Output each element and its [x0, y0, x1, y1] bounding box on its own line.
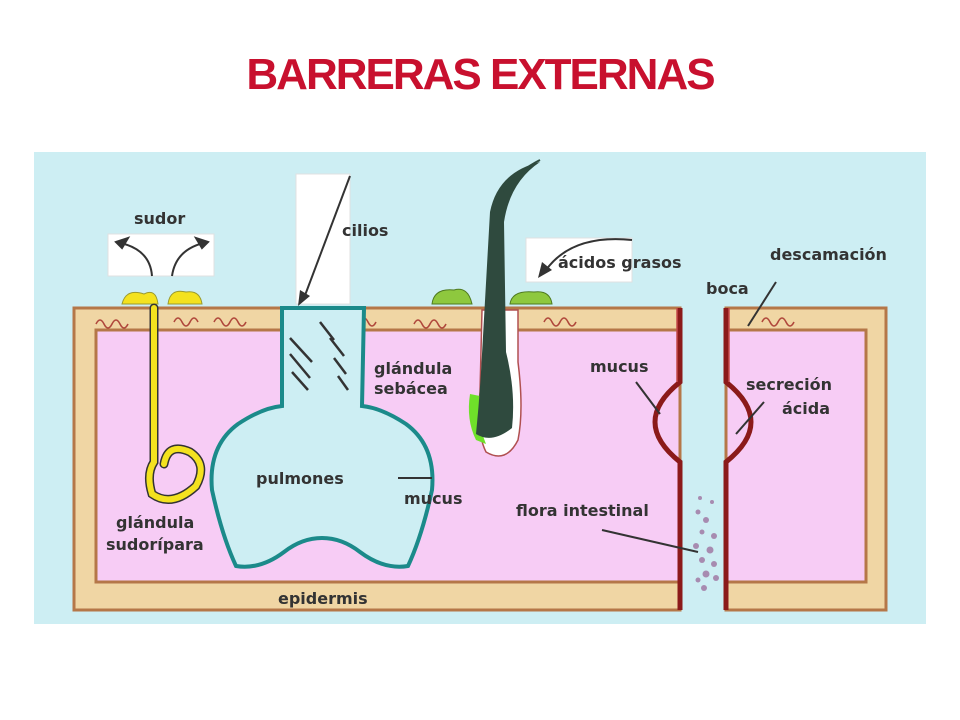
- gut-tube-edges: [676, 308, 730, 382]
- label-glandula-sebacea-2: sebácea: [374, 379, 448, 398]
- fatty-acids-arrow: [525, 237, 633, 283]
- lung: [209, 306, 435, 569]
- barriers-diagram: sudor cilios ácidos grasos descamación b…: [34, 152, 926, 624]
- label-mucus-lung: mucus: [404, 489, 462, 508]
- label-descamacion: descamación: [770, 245, 887, 264]
- label-cilios: cilios: [342, 221, 388, 240]
- slide-title: BARRERAS EXTERNAS: [246, 50, 715, 99]
- label-boca: boca: [706, 279, 749, 298]
- label-secrecion-1: secreción: [746, 375, 832, 394]
- tissue-right: [724, 328, 868, 584]
- label-pulmones: pulmones: [256, 469, 344, 488]
- scale-squiggles: [95, 317, 795, 329]
- intestinal-flora: [693, 496, 719, 591]
- label-acidos-grasos: ácidos grasos: [558, 253, 681, 272]
- label-glandula-sebacea-1: glándula: [374, 359, 452, 378]
- sweat-arrows: [107, 233, 215, 277]
- leader-lines: [398, 281, 777, 553]
- sweat-gland: [121, 290, 206, 504]
- hair-follicle: [431, 159, 553, 457]
- cilia-pointer: [295, 173, 351, 306]
- label-glandula-sudoripara-2: sudorípara: [106, 535, 204, 554]
- label-flora-intestinal: flora intestinal: [516, 501, 649, 520]
- label-secrecion-2: ácida: [782, 399, 830, 418]
- label-glandula-sudoripara-1: glándula: [116, 513, 194, 532]
- gut-tube: [652, 308, 754, 610]
- label-mucus-gut: mucus: [590, 357, 648, 376]
- label-sudor: sudor: [134, 209, 185, 228]
- label-epidermis: epidermis: [278, 589, 368, 608]
